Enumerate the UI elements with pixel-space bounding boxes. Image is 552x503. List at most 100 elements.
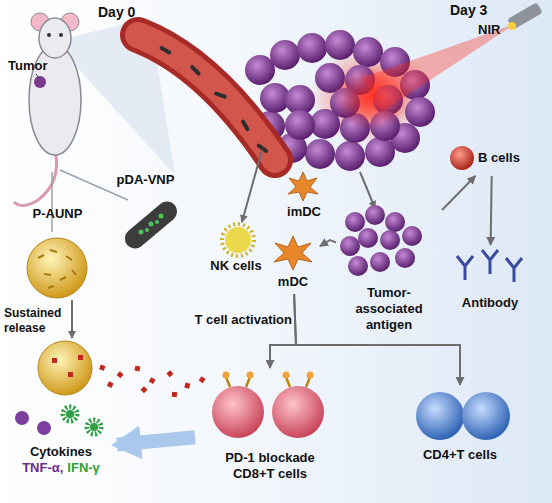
cytokine-ifn [90, 423, 98, 431]
arrow-connector [320, 240, 336, 246]
label-block: Antibody [446, 295, 534, 311]
b-cell-node: B cells [446, 142, 538, 176]
drug-particle [135, 366, 141, 372]
nanoparticle-dot [159, 214, 164, 219]
leader-line [36, 74, 39, 78]
drug-particle [184, 383, 190, 389]
nk-cell-node: NK cells [205, 220, 267, 278]
tumor-cell [245, 55, 275, 85]
hydrogel-node: P-AUNP [15, 206, 100, 300]
antigen-cell [348, 256, 368, 276]
node-label: Antibody [446, 295, 534, 311]
laser-tip [508, 22, 516, 30]
release-label: Sustained release [4, 306, 68, 336]
antigen-cell [370, 252, 390, 272]
blood-vessel [138, 35, 275, 160]
drug-particle [117, 371, 124, 378]
antigen-cell [340, 236, 360, 256]
cd8-t-cell [272, 386, 324, 438]
drug-particle [166, 370, 173, 377]
tumor-cell [353, 37, 383, 67]
laser-device [507, 2, 542, 29]
tumor-cell [305, 139, 335, 169]
antigen-cell [345, 212, 365, 232]
mouse-eye [59, 33, 63, 37]
bacterium-rod [121, 197, 181, 252]
cytokine-ifn-spikes [87, 420, 101, 434]
node-label: CD4+T cells [400, 447, 520, 463]
injection-line [51, 172, 53, 232]
cd8-node: PD-1 blockade CD8+T cells [195, 368, 345, 492]
node-label: NK cells [205, 258, 267, 274]
nk-cell [225, 227, 251, 253]
day-label: Day 0 [98, 5, 158, 20]
arrow-line [360, 172, 375, 208]
node-label: IFN-γ [67, 460, 100, 475]
drug-particle [78, 355, 83, 360]
node-label: Tumor-associated antigen [336, 285, 442, 333]
nk-cell-spikes [222, 224, 254, 256]
bacterium [240, 119, 250, 132]
antibody-symbol [482, 250, 498, 274]
cytokine-ifn [66, 410, 74, 418]
edge-label: T cell activation [180, 312, 292, 327]
node-label: Tumor [8, 58, 60, 74]
cd4-t-cell [416, 392, 464, 440]
antigen-cell [358, 228, 378, 248]
blocking-antibody [223, 372, 230, 379]
mouse-node: Tumor [8, 20, 100, 170]
antibody-symbol [457, 256, 473, 280]
tumor-cell [285, 110, 315, 140]
drug-particle [99, 364, 105, 370]
cytokine-ifn-spikes [63, 407, 77, 421]
arrow-connector [442, 176, 475, 210]
tumor-spot [34, 76, 46, 88]
label-block: NK cells [205, 258, 267, 274]
arrow-connector [270, 294, 296, 368]
tumor-cell [297, 33, 327, 63]
tumor-cell [365, 137, 395, 167]
bacterium [189, 64, 201, 76]
label-block: imDC [278, 204, 330, 220]
cd8-t-cell [212, 386, 264, 438]
label-block: CytokinesTNF-α,IFN-γ [5, 444, 117, 476]
drug-particle [68, 372, 73, 377]
label-block: mDC [266, 274, 320, 290]
block-arrow [117, 437, 195, 444]
drug-particle [172, 392, 177, 397]
sphere-texture [38, 250, 76, 288]
node-label: TNF-α, [22, 460, 63, 475]
node-label: mDC [266, 274, 320, 290]
immature-dendritic-cell [288, 172, 318, 201]
bacterium [214, 91, 228, 99]
label-block: CD4+T cells [400, 447, 520, 463]
label-line: TNF-α, IFN-γ [5, 460, 117, 476]
cytokine-node: CytokinesTNF-α,IFN-γ [5, 402, 117, 498]
mouse-tail [14, 150, 57, 206]
node-label: imDC [278, 204, 330, 220]
laser-beam [362, 24, 515, 112]
antibody-symbol [506, 258, 522, 282]
nanoparticle-dot [155, 220, 159, 224]
cd4-t-cell [462, 392, 510, 440]
mouse-eye [47, 33, 51, 37]
drug-particle [140, 386, 147, 393]
label-block: PD-1 blockade CD8+T cells [205, 450, 335, 482]
blocking-antibody [307, 372, 314, 379]
blocking-antibody [283, 372, 290, 379]
pd1-receptor [226, 377, 310, 387]
label-block: P-AUNP [15, 206, 100, 222]
antigen-cell [365, 205, 385, 225]
node-label: PD-1 blockade CD8+T cells [205, 450, 335, 482]
node-label: B cells [478, 150, 538, 166]
hydrogel-sphere [38, 341, 92, 395]
cytokine-tnf [15, 411, 29, 425]
antigen-cell [385, 212, 405, 232]
label-block: Tumor [8, 58, 60, 74]
arrow-line [242, 150, 262, 222]
mouse-head [39, 18, 71, 58]
mdc-node: mDC [266, 232, 320, 294]
nanoparticle-dot [139, 230, 144, 235]
antigen-node: Tumor-associated antigen [336, 203, 442, 325]
cd4-node: CD4+T cells [400, 385, 520, 467]
